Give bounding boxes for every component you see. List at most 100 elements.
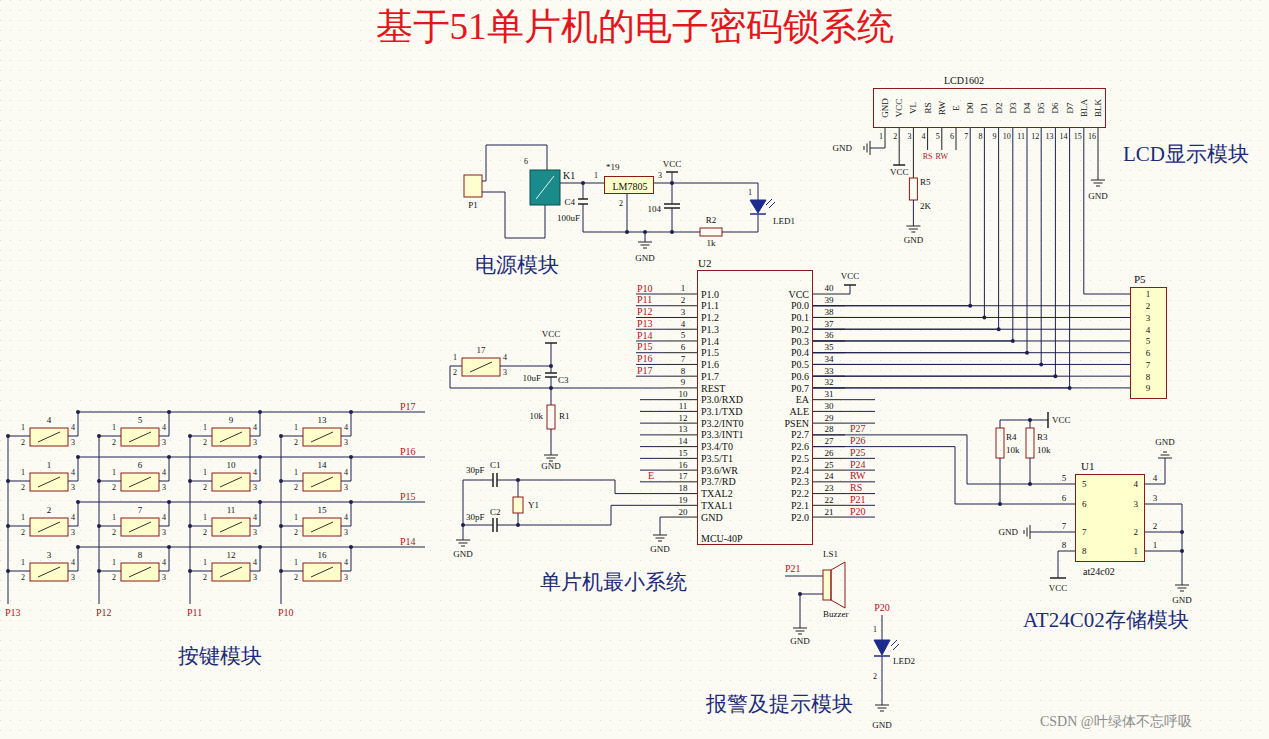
wire (190, 526, 212, 527)
switch-number: 6 (138, 461, 143, 470)
net-label: P11 (637, 295, 652, 305)
wire (583, 204, 584, 232)
pin-number: 1 (1134, 547, 1139, 556)
pin-number: 1 (203, 514, 207, 522)
pin-number: 1 (203, 424, 207, 432)
wire (99, 436, 121, 437)
pin-name: P3.0/RXD (701, 395, 743, 405)
pin-stub (665, 493, 697, 494)
pin-stub (885, 128, 886, 148)
pin-name: P2.3 (791, 477, 809, 487)
ground-symbol (911, 232, 915, 233)
pin-name: P3.3/INT1 (701, 430, 744, 440)
pin-number: 2 (1153, 522, 1158, 531)
pin-name: VCC (895, 99, 904, 118)
pin-number: 4 (344, 469, 348, 477)
power-label: GND (833, 144, 853, 153)
resistor-symbol (909, 178, 917, 200)
pin-number: 2 (619, 200, 623, 208)
pin-number: 2 (1134, 528, 1139, 537)
switch-symbol (30, 518, 68, 536)
wire (1000, 420, 1048, 421)
net-label: E (648, 471, 654, 481)
wire (99, 436, 100, 604)
net-label: P10 (637, 284, 653, 294)
pin-number: 14 (1060, 133, 1068, 141)
pin-stub (1098, 128, 1099, 180)
junction-dot (76, 500, 80, 504)
pin-number: 37 (825, 320, 834, 329)
watermark: CSDN @叶绿体不忘呼吸 (1040, 715, 1192, 729)
module-caption: 报警及提示模块 (706, 694, 853, 715)
pin-name: D4 (1023, 103, 1032, 114)
pin-number: 1 (873, 626, 877, 634)
pin-stub (665, 517, 697, 518)
pin-number: 3 (71, 574, 75, 582)
ground-symbol (641, 245, 650, 246)
pin-stub (665, 481, 697, 482)
ground-symbol (1094, 183, 1103, 184)
resistor-symbol (700, 228, 722, 236)
ground-symbol (870, 141, 871, 155)
junction-dot (97, 434, 101, 438)
pin-number: 6 (1082, 500, 1087, 509)
pin-number: 3 (253, 574, 257, 582)
buzzer-symbol (831, 562, 845, 608)
ground-symbol (798, 634, 802, 635)
switch-symbol (303, 518, 341, 536)
pin-number: 3 (344, 574, 348, 582)
pin-name: GND (701, 513, 723, 523)
pin-number: 5 (1062, 474, 1067, 483)
ground-symbol (1175, 585, 1189, 586)
junction-dot (1028, 418, 1032, 422)
vcc-symbol (545, 342, 557, 344)
pin-number: 3 (71, 439, 75, 447)
component-name: at24c02 (1083, 567, 1115, 577)
component-value: 1k (707, 239, 716, 248)
pin-number: 2 (873, 673, 877, 681)
switch-number: 16 (318, 551, 327, 560)
component-label: LS1 (823, 550, 838, 559)
component-label: LED2 (893, 657, 915, 666)
pin-name: P2.2 (791, 489, 809, 499)
net-label: P20 (850, 507, 866, 517)
pin-name: P0.2 (791, 325, 809, 335)
ground-symbol (906, 226, 920, 227)
pin-name: P2.4 (791, 466, 809, 476)
pin-number: 2 (21, 574, 25, 582)
pin-name: D2 (994, 103, 1003, 114)
wire (190, 481, 212, 482)
pin-stub (813, 294, 845, 295)
pin-number: 6 (524, 158, 528, 166)
pin-name: RS (923, 102, 932, 113)
wire (645, 232, 646, 242)
pin-stub (665, 458, 697, 459)
pin-number: 4 (253, 469, 257, 477)
pin-number: 1 (21, 469, 25, 477)
module-caption: 按键模块 (178, 646, 262, 667)
wire (341, 457, 351, 481)
pin-name: PSEN (785, 419, 809, 429)
ground-symbol (549, 461, 553, 462)
switch-contact (129, 477, 151, 487)
pin-number: 27 (825, 437, 834, 446)
pin-number: 2 (21, 529, 25, 537)
net-label: P25 (850, 448, 866, 458)
pin-number: 5 (681, 331, 686, 340)
net-label: P16 (637, 354, 653, 364)
relay-symbol (530, 170, 560, 205)
junction-dot (279, 524, 283, 528)
resistor-symbol (996, 428, 1004, 458)
switch-symbol (303, 428, 341, 446)
pin-name: BLK (1094, 99, 1103, 117)
power-label: GND (999, 528, 1019, 537)
junction-dot (258, 455, 262, 459)
power-label: GND (904, 236, 924, 245)
pin-name: P3.2/INT0 (701, 419, 744, 429)
ground-symbol (461, 546, 465, 547)
ground-symbol (653, 535, 667, 536)
pin-number: 2 (112, 439, 116, 447)
wire (813, 128, 999, 329)
switch-symbol (121, 428, 159, 446)
power-label: GND (872, 721, 892, 730)
